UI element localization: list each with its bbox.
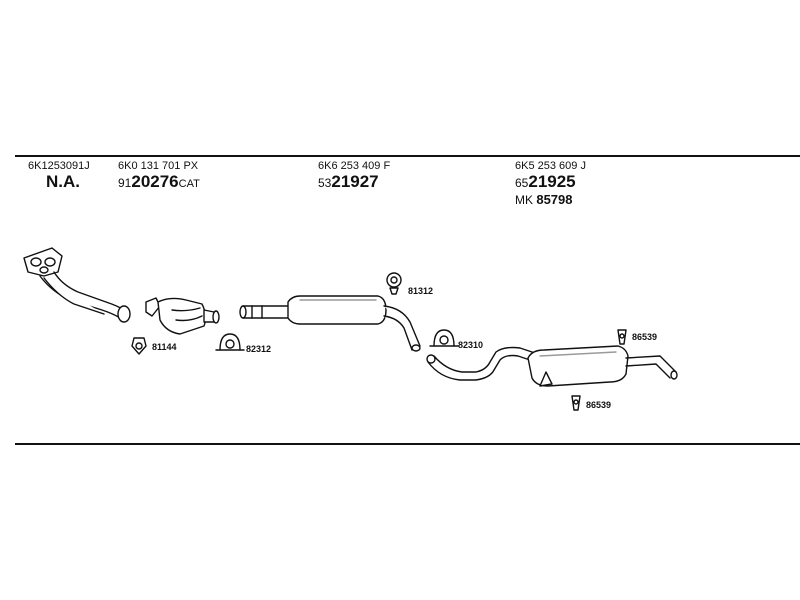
clamp-icon-82310 <box>429 329 459 347</box>
part-number: 5321927 <box>318 173 390 192</box>
part-number-prefix: 65 <box>515 176 529 190</box>
gasket-icon-81144 <box>131 337 147 355</box>
mounting-kit-main: 85798 <box>536 192 573 207</box>
callout-86539-bottom: 86539 <box>586 400 612 410</box>
part-number-main: 21925 <box>528 172 576 191</box>
hanger-icon-81312 <box>386 272 402 295</box>
part-number-main: 21927 <box>331 172 379 191</box>
callout-86539-top: 86539 <box>632 332 658 342</box>
callout-82312: 82312 <box>246 344 272 354</box>
clamp-icon-82312 <box>215 333 245 351</box>
hanger-icon-86539-bottom <box>571 395 581 411</box>
part-column-catalytic-converter: 6K0 131 701 PX 9120276CAT <box>118 160 200 193</box>
part-number-main: 20276 <box>131 172 179 191</box>
part-number-main: N.A. <box>46 172 80 191</box>
oe-number: 6K6 253 409 F <box>318 160 391 172</box>
middle-silencer-part <box>239 295 421 352</box>
part-number-prefix: 91 <box>118 176 132 190</box>
rear-silencer-part <box>426 345 678 387</box>
oe-number: 6K0 131 701 PX <box>118 160 199 172</box>
part-column-middle-silencer: 6K6 253 409 F 5321927 <box>318 160 390 192</box>
callout-82310: 82310 <box>458 340 484 350</box>
mounting-kit-number: MK 85798 <box>515 192 586 207</box>
part-number: 9120276CAT <box>118 173 200 193</box>
front-pipe-part <box>23 247 131 323</box>
bottom-divider <box>15 443 800 445</box>
callout-81144: 81144 <box>152 342 177 352</box>
top-divider <box>15 155 800 157</box>
part-number: N.A. <box>46 173 90 192</box>
mounting-kit-prefix: MK <box>515 193 533 207</box>
part-number-suffix: CAT <box>178 178 200 190</box>
part-number-prefix: 53 <box>318 176 332 190</box>
oe-number: 6K5 253 609 J <box>515 160 586 172</box>
oe-number: 6K1253091J <box>28 160 90 172</box>
callout-81312: 81312 <box>408 286 434 296</box>
part-column-front-pipe: 6K1253091J N.A. <box>28 160 90 192</box>
hanger-icon-86539-top <box>617 329 627 345</box>
part-number: 6521925 <box>515 173 586 192</box>
part-column-rear-silencer: 6K5 253 609 J 6521925 MK 85798 <box>515 160 586 207</box>
catalytic-converter-part <box>145 297 220 335</box>
